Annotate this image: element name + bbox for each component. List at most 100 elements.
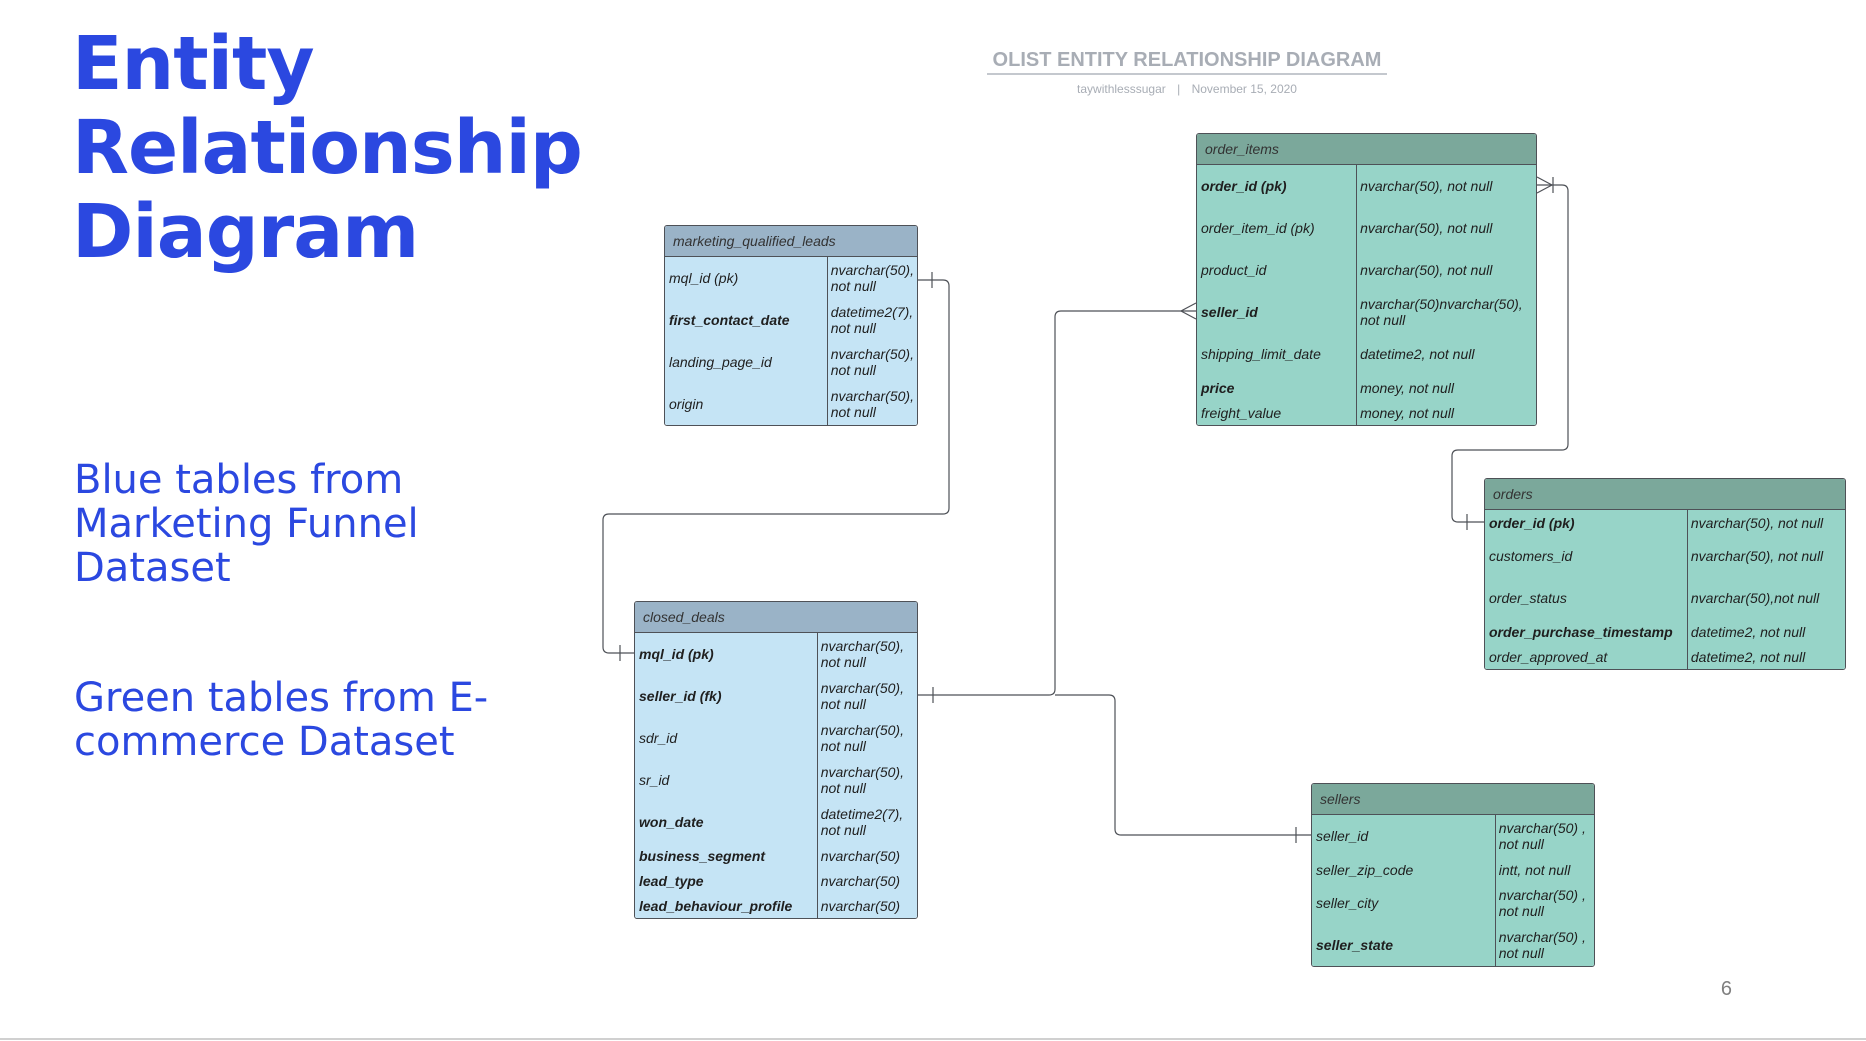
field-type: nvarchar(50), not null — [830, 388, 914, 420]
field-name: sdr_id — [635, 717, 818, 759]
table-row[interactable]: order_approved_at datetime2, not null — [1485, 644, 1845, 669]
table-header: order_items — [1197, 134, 1536, 165]
table-row[interactable]: product_id nvarchar(50), not null — [1197, 249, 1536, 291]
field-name: order_item_id (pk) — [1197, 207, 1358, 249]
table-row[interactable]: order_purchase_timestamp datetime2, not … — [1485, 619, 1845, 644]
table-row[interactable]: sr_id nvarchar(50), not null — [635, 759, 917, 801]
field-type: nvarchar(50) , not null — [1498, 929, 1586, 961]
field-name: product_id — [1197, 249, 1358, 291]
field-type: nvarchar(50), not null — [820, 764, 904, 796]
table-header: sellers — [1312, 784, 1594, 815]
table-header: orders — [1485, 479, 1845, 510]
field-name: customers_id — [1485, 535, 1688, 577]
field-type: nvarchar(50), not null — [830, 346, 914, 378]
table-row[interactable]: order_id (pk) nvarchar(50), not null — [1485, 510, 1845, 535]
table-row[interactable]: first_contact_date datetime2(7), not nul… — [665, 299, 917, 341]
table-row[interactable]: price money, not null — [1197, 375, 1536, 400]
field-type: nvarchar(50) — [820, 847, 901, 864]
field-name: lead_behaviour_profile — [635, 893, 818, 918]
field-type: nvarchar(50) , not null — [1498, 820, 1586, 852]
table-row[interactable]: lead_type nvarchar(50) — [635, 868, 917, 893]
field-name: order_id (pk) — [1485, 510, 1688, 535]
field-type: nvarchar(50), not null — [1360, 220, 1493, 236]
page-number: 6 — [1720, 978, 1732, 1000]
blue-tables-note: Blue tables from Marketing Funnel Datase… — [74, 457, 419, 591]
field-name: mql_id (pk) — [635, 633, 818, 675]
table-marketing-qualified-leads[interactable]: marketing_qualified_leads mql_id (pk) nv… — [664, 225, 918, 426]
table-row[interactable]: shipping_limit_date datetime2, not null — [1197, 333, 1536, 375]
slide-title: Entity Relationship Diagram — [72, 21, 583, 275]
field-type: money, not null — [1360, 404, 1454, 421]
field-name: order_purchase_timestamp — [1485, 619, 1688, 644]
field-type: nvarchar(50) — [820, 872, 901, 889]
table-row[interactable]: sdr_id nvarchar(50), not null — [635, 717, 917, 759]
field-type: nvarchar(50)nvarchar(50), not null — [1360, 296, 1523, 328]
field-type: nvarchar(50), not null — [830, 262, 914, 294]
diagram-subtitle: taywithlesssugar | November 15, 2020 — [987, 82, 1387, 96]
table-row[interactable]: order_id (pk) nvarchar(50), not null — [1197, 165, 1536, 207]
table-row[interactable]: lead_behaviour_profile nvarchar(50) — [635, 893, 917, 918]
field-name: seller_id (fk) — [635, 675, 818, 717]
table-row[interactable]: order_item_id (pk) nvarchar(50), not nul… — [1197, 207, 1536, 249]
table-row[interactable]: seller_id nvarchar(50)nvarchar(50), not … — [1197, 291, 1536, 333]
table-row[interactable]: business_segment nvarchar(50) — [635, 843, 917, 868]
slide-title-line: Relationship — [72, 105, 583, 191]
bottom-divider — [0, 1038, 1866, 1040]
field-type: nvarchar(50), not null — [820, 638, 904, 670]
field-name: seller_id — [1197, 291, 1358, 333]
field-type: datetime2, not null — [1360, 346, 1475, 362]
field-name: won_date — [635, 801, 818, 843]
field-type: datetime2(7), not null — [820, 806, 904, 838]
field-name: price — [1197, 375, 1358, 400]
relationship-line-mql — [602, 279, 950, 654]
field-type: nvarchar(50), not null — [1360, 178, 1493, 194]
table-row[interactable]: mql_id (pk) nvarchar(50), not null — [665, 257, 917, 299]
field-name: landing_page_id — [665, 341, 828, 383]
field-name: order_id (pk) — [1197, 165, 1358, 207]
field-name: business_segment — [635, 843, 818, 868]
field-type: nvarchar(50) , not null — [1498, 887, 1586, 919]
relationship-line-sellers — [1055, 694, 1311, 836]
table-orders[interactable]: orders order_id (pk) nvarchar(50), not n… — [1484, 478, 1846, 670]
field-type: nvarchar(50), not null — [820, 680, 904, 712]
field-name: seller_city — [1312, 882, 1496, 924]
field-type: datetime2, not null — [1690, 623, 1806, 640]
diagram-title: OLIST ENTITY RELATIONSHIP DIAGRAM — [987, 49, 1387, 75]
field-type: nvarchar(50), not null — [1690, 548, 1824, 564]
field-type: nvarchar(50), not null — [820, 722, 904, 754]
table-row[interactable]: seller_id nvarchar(50) , not null — [1312, 815, 1594, 857]
table-row[interactable]: won_date datetime2(7), not null — [635, 801, 917, 843]
many-marker — [1536, 176, 1554, 194]
green-tables-note: Green tables from E-commerce Dataset — [74, 675, 489, 765]
table-row[interactable]: seller_id (fk) nvarchar(50), not null — [635, 675, 917, 717]
table-row[interactable]: order_status nvarchar(50),not null — [1485, 577, 1845, 619]
diagram-separator: | — [1177, 82, 1181, 96]
diagram-author: taywithlesssugar — [1077, 82, 1166, 96]
table-row[interactable]: landing_page_id nvarchar(50), not null — [665, 341, 917, 383]
field-type: intt, not null — [1498, 861, 1571, 878]
slide-title-line: Entity — [72, 21, 315, 107]
field-type: datetime2, not null — [1690, 648, 1806, 665]
field-type: nvarchar(50) — [820, 897, 901, 914]
field-name: sr_id — [635, 759, 818, 801]
field-type: money, not null — [1360, 379, 1454, 396]
table-row[interactable]: seller_state nvarchar(50) , not null — [1312, 924, 1594, 966]
field-type: nvarchar(50),not null — [1690, 590, 1820, 606]
table-row[interactable]: freight_value money, not null — [1197, 400, 1536, 425]
field-name: seller_id — [1312, 815, 1496, 857]
table-row[interactable]: customers_id nvarchar(50), not null — [1485, 535, 1845, 577]
table-row[interactable]: seller_city nvarchar(50) , not null — [1312, 882, 1594, 924]
many-marker — [1179, 302, 1197, 320]
diagram-date: November 15, 2020 — [1191, 82, 1297, 96]
field-type: nvarchar(50), not null — [1690, 514, 1824, 531]
table-row[interactable]: seller_zip_code intt, not null — [1312, 857, 1594, 882]
table-closed-deals[interactable]: closed_deals mql_id (pk) nvarchar(50), n… — [634, 601, 918, 919]
slide-title-line: Diagram — [72, 189, 419, 275]
table-header: closed_deals — [635, 602, 917, 633]
table-order-items[interactable]: order_items order_id (pk) nvarchar(50), … — [1196, 133, 1537, 426]
table-sellers[interactable]: sellers seller_id nvarchar(50) , not nul… — [1311, 783, 1595, 967]
table-row[interactable]: origin nvarchar(50), not null — [665, 383, 917, 425]
table-row[interactable]: mql_id (pk) nvarchar(50), not null — [635, 633, 917, 675]
field-type: nvarchar(50), not null — [1360, 262, 1493, 278]
table-header: marketing_qualified_leads — [665, 226, 917, 257]
